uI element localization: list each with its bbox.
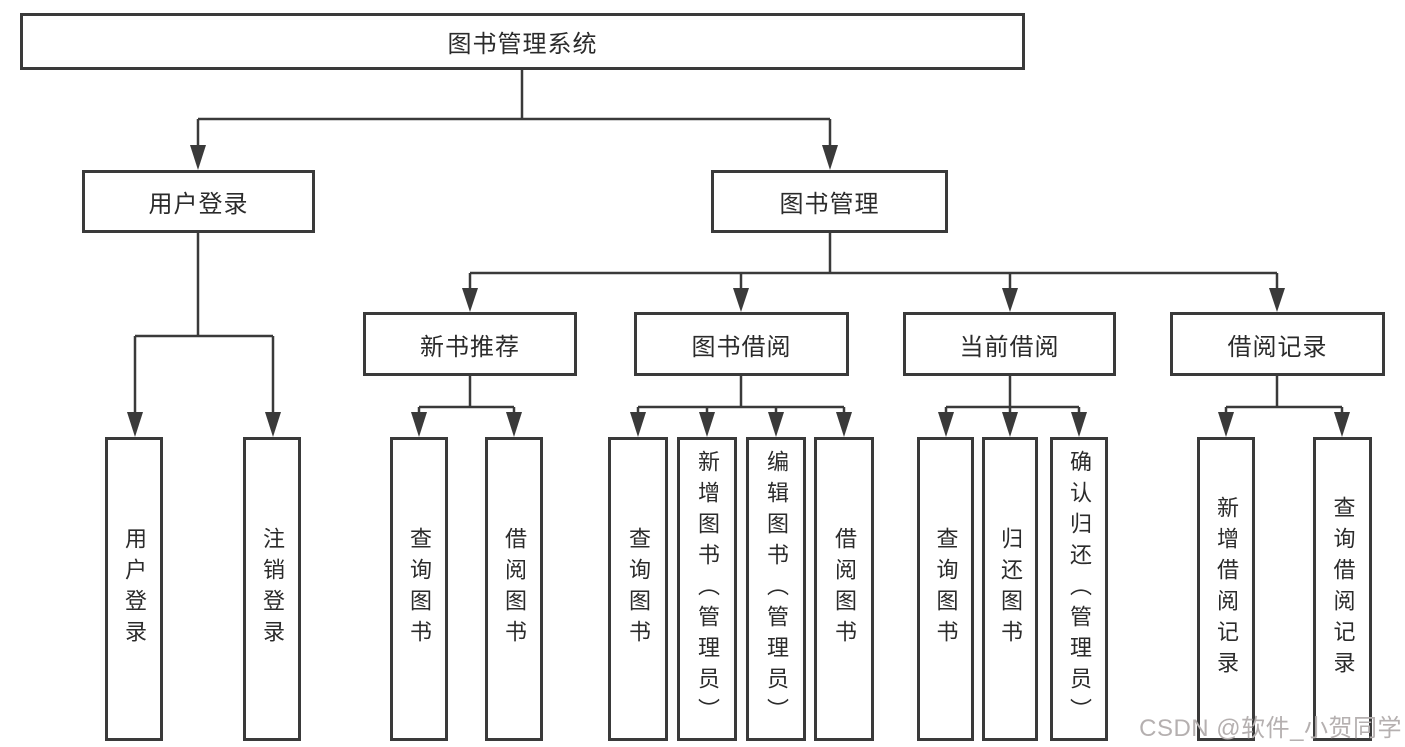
arrowhead <box>733 288 749 312</box>
arrowhead <box>190 145 206 170</box>
node-leaf-confirm-return-admin: 确认归还（管理员） <box>1050 437 1108 741</box>
node-leaf-query-books-recommend: 查询图书 <box>390 437 448 741</box>
arrowhead <box>1002 288 1018 312</box>
arrowhead <box>768 412 784 437</box>
arrowhead <box>699 412 715 437</box>
arrowhead <box>1002 412 1018 437</box>
csdn-watermark: CSDN @软件_小贺同学 <box>1139 715 1402 742</box>
node-leaf-add-book-admin: 新增图书（管理员） <box>677 437 737 741</box>
node-book-management: 图书管理 <box>711 170 948 233</box>
node-leaf-borrow-books: 借阅图书 <box>814 437 874 741</box>
node-borrow-records: 借阅记录 <box>1170 312 1385 376</box>
leaf-label: 用户登录 <box>122 527 147 651</box>
node-user-login: 用户登录 <box>82 170 315 233</box>
arrowhead <box>836 412 852 437</box>
leaf-label: 查询借阅记录 <box>1330 496 1356 682</box>
node-leaf-query-books-current: 查询图书 <box>917 437 974 741</box>
leaf-label: 编辑图书（管理员） <box>764 449 789 729</box>
arrowhead <box>1218 412 1234 437</box>
node-leaf-query-borrow-record: 查询借阅记录 <box>1313 437 1372 741</box>
node-leaf-add-borrow-record: 新增借阅记录 <box>1197 437 1255 741</box>
node-leaf-user-login: 用户登录 <box>105 437 163 741</box>
node-book-borrow: 图书借阅 <box>634 312 849 376</box>
leaf-label: 借阅图书 <box>832 527 857 651</box>
node-new-book-recommend: 新书推荐 <box>363 312 577 376</box>
node-leaf-edit-book-admin: 编辑图书（管理员） <box>746 437 806 741</box>
arrowhead <box>1334 412 1350 437</box>
arrowheads <box>127 145 1350 437</box>
node-current-borrow: 当前借阅 <box>903 312 1116 376</box>
leaf-label: 新增图书（管理员） <box>695 449 720 729</box>
node-leaf-borrow-books-recommend: 借阅图书 <box>485 437 543 741</box>
arrowhead <box>1269 288 1285 312</box>
node-leaf-query-books-borrow: 查询图书 <box>608 437 668 741</box>
node-leaf-return-book: 归还图书 <box>982 437 1038 741</box>
node-borrow-records-label: 借阅记录 <box>1227 333 1328 361</box>
arrowhead <box>1071 412 1087 437</box>
leaf-label: 查询图书 <box>933 527 959 651</box>
arrowhead <box>462 288 478 312</box>
arrowhead <box>127 412 143 437</box>
node-user-login-label: 用户登录 <box>148 191 249 218</box>
leaf-label: 查询图书 <box>407 527 432 651</box>
node-leaf-logout: 注销登录 <box>243 437 301 741</box>
leaf-label: 注销登录 <box>260 527 285 651</box>
arrowhead <box>411 412 427 437</box>
node-new-book-recommend-label: 新书推荐 <box>420 333 520 361</box>
leaf-label: 借阅图书 <box>502 527 527 651</box>
leaf-label: 新增借阅记录 <box>1214 496 1239 682</box>
leaf-label: 归还图书 <box>998 527 1023 651</box>
arrowhead <box>938 412 954 437</box>
node-book-management-label: 图书管理 <box>779 191 880 218</box>
node-current-borrow-label: 当前借阅 <box>959 333 1060 361</box>
leaf-label: 查询图书 <box>626 527 651 651</box>
arrowhead <box>265 412 281 437</box>
arrowhead <box>630 412 646 437</box>
arrowhead <box>506 412 522 437</box>
node-root-label: 图书管理系统 <box>447 31 598 58</box>
node-book-borrow-label: 图书借阅 <box>691 333 792 361</box>
arrowhead <box>822 145 838 170</box>
node-root: 图书管理系统 <box>20 13 1025 70</box>
leaf-label: 确认归还（管理员） <box>1067 449 1092 729</box>
